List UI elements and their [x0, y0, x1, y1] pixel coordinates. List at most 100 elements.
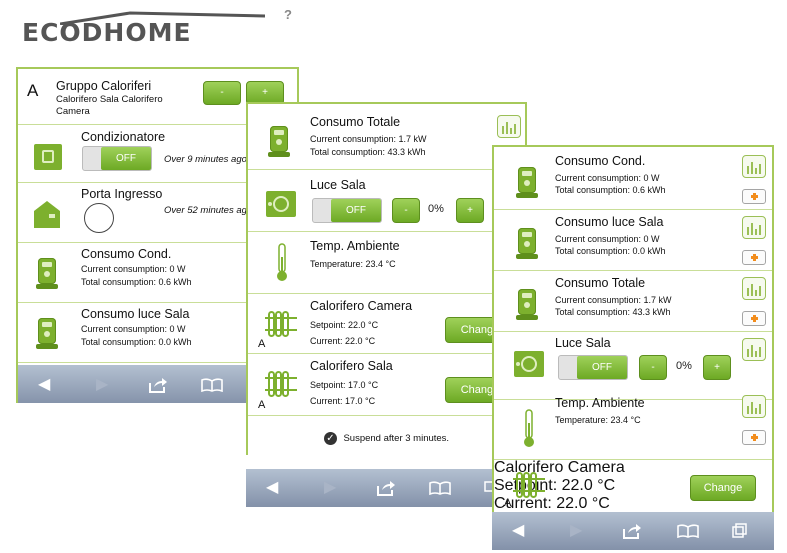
- door-status-circle: [84, 203, 114, 233]
- group-row: A Gruppo Caloriferi Calorifero Sala Calo…: [18, 69, 297, 125]
- cal-camera-current-2: Current: 22.0 °C: [310, 336, 376, 346]
- cons-tot-row-3: Consumo Totale Current consumption: 1.7 …: [494, 270, 772, 332]
- cons-luce-title-1: Consumo luce Sala: [81, 307, 190, 321]
- cons-luce-current-1: Current consumption: 0 W: [81, 324, 186, 334]
- cons-luce-total-1: Total consumption: 0.0 kWh: [81, 337, 192, 347]
- luce-row-3: Luce Sala OFF - 0% +: [494, 331, 772, 400]
- cons-cond-total-1: Total consumption: 0.6 kWh: [81, 277, 192, 287]
- cal-sala-letter-2: A: [258, 399, 266, 411]
- luce-title-3: Luce Sala: [555, 336, 611, 350]
- condizionatore-info: Over 9 minutes ago: [164, 154, 247, 165]
- cons-cond-total-3: Total consumption: 0.6 kWh: [555, 185, 666, 195]
- luce-plus-button-2[interactable]: +: [456, 198, 484, 223]
- add-icon[interactable]: [742, 250, 766, 265]
- luce-minus-button-2[interactable]: -: [392, 198, 420, 223]
- share-icon[interactable]: [376, 480, 396, 496]
- add-icon[interactable]: [742, 430, 766, 445]
- energy-meter-icon: [518, 228, 536, 254]
- luce-minus-button-3[interactable]: -: [639, 355, 667, 380]
- luce-row-2: Luce Sala OFF - 0% +: [248, 169, 525, 232]
- cal-camera-row-3: A Calorifero Camera Setpoint: 22.0 °C Cu…: [494, 459, 772, 513]
- tabs-icon[interactable]: [732, 523, 748, 539]
- chart-icon[interactable]: [742, 216, 766, 239]
- bookmarks-icon[interactable]: [677, 524, 699, 538]
- back-arrow-icon[interactable]: ◀: [38, 376, 51, 393]
- group-minus-button[interactable]: -: [203, 81, 241, 105]
- group-title: Gruppo Caloriferi: [56, 79, 152, 93]
- cons-tot-row-2: Consumo Totale Current consumption: 1.7 …: [248, 104, 525, 170]
- condizionatore-toggle[interactable]: OFF: [82, 146, 152, 171]
- cons-luce-row-3: Consumo luce Sala Current consumption: 0…: [494, 209, 772, 271]
- radiator-icon: [265, 371, 297, 397]
- luce-percent-3: 0%: [676, 360, 692, 372]
- condizionatore-row: Condizionatore OFF Over 9 minutes ago: [18, 124, 297, 183]
- cal-camera-letter-3: A: [504, 497, 512, 509]
- luce-toggle-3[interactable]: OFF: [558, 355, 628, 380]
- luce-plus-button-3[interactable]: +: [703, 355, 731, 380]
- cons-cond-row-3: Consumo Cond. Current consumption: 0 W T…: [494, 147, 772, 210]
- group-letter: A: [27, 81, 39, 100]
- browser-toolbar-3: ◀ ▶: [492, 512, 774, 550]
- share-icon[interactable]: [148, 377, 168, 393]
- chart-icon[interactable]: [497, 115, 521, 138]
- help-icon[interactable]: ?: [284, 7, 292, 22]
- group-subtitle: Calorifero Sala Calorifero Camera: [56, 94, 163, 117]
- luce-title-2: Luce Sala: [310, 178, 366, 192]
- cons-cond-row-1: Consumo Cond. Current consumption: 0 W T…: [18, 242, 297, 303]
- suspend-label: Suspend after 3 minutes.: [343, 433, 450, 445]
- chart-icon[interactable]: [742, 277, 766, 300]
- cons-luce-current-3: Current consumption: 0 W: [555, 234, 660, 244]
- house-icon: [34, 201, 60, 228]
- chart-icon[interactable]: [742, 395, 766, 418]
- back-arrow-icon[interactable]: ◀: [512, 522, 525, 539]
- back-arrow-icon[interactable]: ◀: [266, 479, 279, 496]
- cons-tot-current-3: Current consumption: 1.7 kW: [555, 295, 672, 305]
- cons-luce-total-3: Total consumption: 0.0 kWh: [555, 246, 666, 256]
- cal-sala-setpoint-2: Setpoint: 17.0 °C: [310, 380, 379, 390]
- radiator-icon: [513, 472, 545, 498]
- radiator-icon: [265, 311, 297, 337]
- suspend-checkbox[interactable]: ✓ Suspend after 3 minutes.: [324, 430, 449, 448]
- bookmarks-icon[interactable]: [201, 378, 223, 392]
- light-dimmer-icon: [514, 351, 544, 377]
- temp-info-3: Temperature: 23.4 °C: [555, 415, 641, 425]
- cal-camera-current-3: Current: 22.0 °C: [494, 495, 610, 512]
- cal-camera-setpoint-2: Setpoint: 22.0 °C: [310, 320, 379, 330]
- luce-percent-2: 0%: [428, 203, 444, 215]
- share-icon[interactable]: [622, 523, 642, 539]
- cal-sala-row-2: A Calorifero Sala Setpoint: 17.0 °C Curr…: [248, 353, 525, 416]
- light-dimmer-icon: [266, 191, 296, 217]
- cons-cond-current-3: Current consumption: 0 W: [555, 173, 660, 183]
- energy-meter-icon: [38, 258, 56, 284]
- cal-camera-change-button-3[interactable]: Change: [690, 475, 756, 501]
- luce-toggle-label-3: OFF: [577, 356, 627, 379]
- chart-icon[interactable]: [742, 338, 766, 361]
- browser-toolbar-2: ◀ ▶: [246, 469, 527, 507]
- forward-arrow-icon[interactable]: ▶: [570, 522, 583, 539]
- cons-cond-title-1: Consumo Cond.: [81, 247, 172, 261]
- cal-camera-row-2: A Calorifero Camera Setpoint: 22.0 °C Cu…: [248, 293, 525, 354]
- cal-camera-title-3: Calorifero Camera: [494, 459, 625, 476]
- forward-arrow-icon[interactable]: ▶: [96, 376, 109, 393]
- phone-screen-2: Consumo Totale Current consumption: 1.7 …: [246, 102, 527, 455]
- porta-info: Over 52 minutes ago: [164, 205, 253, 216]
- temp-row-2: Temp. Ambiente Temperature: 23.4 °C: [248, 231, 525, 294]
- cal-sala-title-2: Calorifero Sala: [310, 359, 393, 373]
- energy-meter-icon: [518, 167, 536, 193]
- cons-tot-total-2: Total consumption: 43.3 kWh: [310, 147, 426, 157]
- logo-roof-icon: [60, 11, 265, 25]
- temp-title-3: Temp. Ambiente: [555, 396, 645, 410]
- add-icon[interactable]: [742, 189, 766, 204]
- chart-icon[interactable]: [742, 155, 766, 178]
- temp-info-2: Temperature: 23.4 °C: [310, 259, 396, 269]
- cons-cond-current-1: Current consumption: 0 W: [81, 264, 186, 274]
- thermometer-icon: [524, 409, 534, 447]
- energy-meter-icon: [518, 289, 536, 315]
- bookmarks-icon[interactable]: [429, 481, 451, 495]
- cons-luce-row-1: Consumo luce Sala Current consumption: 0…: [18, 302, 297, 363]
- add-icon[interactable]: [742, 311, 766, 326]
- luce-toggle-2[interactable]: OFF: [312, 198, 382, 223]
- forward-arrow-icon[interactable]: ▶: [324, 479, 337, 496]
- condizionatore-toggle-label: OFF: [101, 147, 151, 170]
- cons-tot-total-3: Total consumption: 43.3 kWh: [555, 307, 671, 317]
